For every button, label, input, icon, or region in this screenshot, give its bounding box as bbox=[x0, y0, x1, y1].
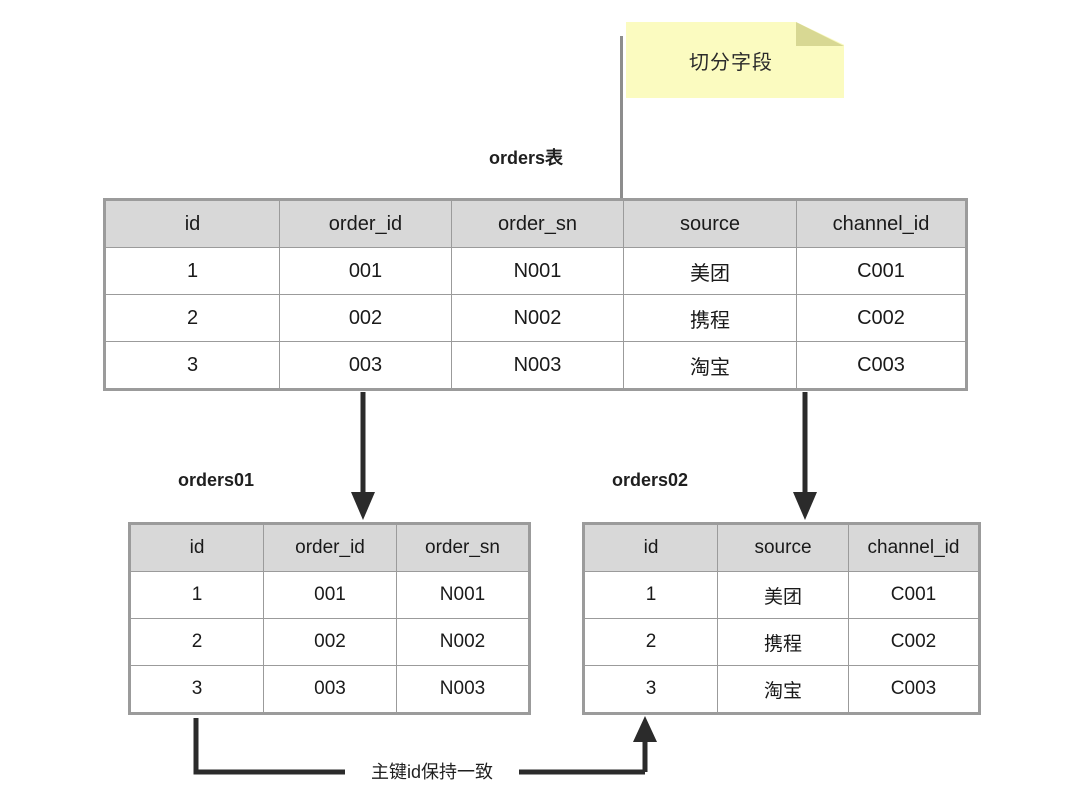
cell: N003 bbox=[451, 341, 624, 390]
cell: 001 bbox=[279, 247, 452, 295]
table-header-row: id order_id order_sn bbox=[129, 523, 530, 572]
split-arrow-to-orders01-icon bbox=[351, 392, 375, 520]
orders02-table-title: orders02 bbox=[612, 470, 689, 490]
column-header-channel-id: channel_id bbox=[848, 523, 980, 572]
cell: N001 bbox=[451, 247, 624, 295]
cell: 3 bbox=[104, 341, 280, 390]
cell: 002 bbox=[263, 618, 397, 666]
cell: 2 bbox=[129, 618, 264, 666]
cell: 1 bbox=[583, 571, 718, 619]
cell: 2 bbox=[583, 618, 718, 666]
cell: 美团 bbox=[717, 571, 849, 619]
column-header-id: id bbox=[583, 523, 718, 572]
cell: N002 bbox=[451, 294, 624, 342]
orders02-table: id source channel_id 1 美团 C001 2 携程 C002… bbox=[582, 522, 981, 715]
cell: 001 bbox=[263, 571, 397, 619]
cell: C002 bbox=[848, 618, 980, 666]
cell: C001 bbox=[848, 571, 980, 619]
cell: 携程 bbox=[717, 618, 849, 666]
column-header-source: source bbox=[717, 523, 849, 572]
cell: N003 bbox=[396, 665, 530, 714]
table-header-row: id order_id order_sn source channel_id bbox=[104, 199, 967, 248]
sticky-note: 切分字段 bbox=[626, 22, 844, 98]
cell: 3 bbox=[129, 665, 264, 714]
sticky-note-pointer-line bbox=[620, 36, 623, 198]
column-header-order-sn: order_sn bbox=[451, 199, 624, 248]
table-row: 1 001 N001 bbox=[129, 571, 530, 619]
cell: 淘宝 bbox=[623, 341, 797, 390]
column-header-id: id bbox=[104, 199, 280, 248]
cell: 003 bbox=[279, 341, 452, 390]
table-header-row: id source channel_id bbox=[583, 523, 980, 572]
cell: 2 bbox=[104, 294, 280, 342]
cell: C003 bbox=[796, 341, 967, 390]
orders01-table: id order_id order_sn 1 001 N001 2 002 N0… bbox=[128, 522, 531, 715]
table-row: 1 美团 C001 bbox=[583, 571, 980, 619]
cell: 携程 bbox=[623, 294, 797, 342]
orders-table: id order_id order_sn source channel_id 1… bbox=[103, 198, 968, 391]
cell: 1 bbox=[104, 247, 280, 295]
sticky-note-label: 切分字段 bbox=[689, 51, 773, 74]
cell: 003 bbox=[263, 665, 397, 714]
cell: 淘宝 bbox=[717, 665, 849, 714]
cell: N001 bbox=[396, 571, 530, 619]
column-header-order-id: order_id bbox=[279, 199, 452, 248]
table-row: 1 001 N001 美团 C001 bbox=[104, 247, 967, 295]
column-header-channel-id: channel_id bbox=[796, 199, 967, 248]
cell: 3 bbox=[583, 665, 718, 714]
cell: N002 bbox=[396, 618, 530, 666]
cell: 美团 bbox=[623, 247, 797, 295]
column-header-order-id: order_id bbox=[263, 523, 397, 572]
orders-table-title: orders表 bbox=[489, 148, 564, 168]
column-header-order-sn: order_sn bbox=[396, 523, 530, 572]
column-header-source: source bbox=[623, 199, 797, 248]
orders01-table-title: orders01 bbox=[178, 470, 255, 490]
table-row: 2 002 N002 bbox=[129, 618, 530, 666]
cell: C002 bbox=[796, 294, 967, 342]
cell: 002 bbox=[279, 294, 452, 342]
column-header-id: id bbox=[129, 523, 264, 572]
cell: C001 bbox=[796, 247, 967, 295]
table-row: 3 003 N003 bbox=[129, 665, 530, 714]
table-row: 3 淘宝 C003 bbox=[583, 665, 980, 714]
table-row: 3 003 N003 淘宝 C003 bbox=[104, 341, 967, 390]
primary-key-connector-label: 主键id保持一致 bbox=[345, 758, 519, 784]
cell: 1 bbox=[129, 571, 264, 619]
cell: C003 bbox=[848, 665, 980, 714]
table-row: 2 携程 C002 bbox=[583, 618, 980, 666]
split-arrow-to-orders02-icon bbox=[793, 392, 817, 520]
table-row: 2 002 N002 携程 C002 bbox=[104, 294, 967, 342]
